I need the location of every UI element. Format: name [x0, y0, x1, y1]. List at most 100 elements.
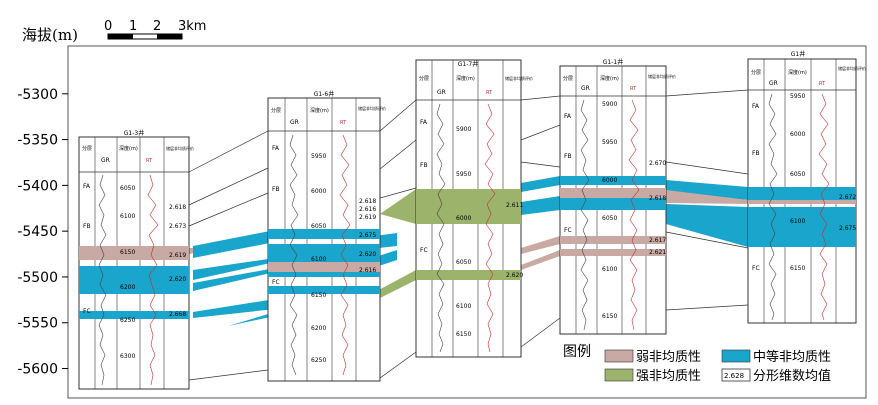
zone-fc: FC	[752, 265, 760, 272]
depth-label: 5900	[456, 126, 471, 133]
band-weak	[521, 250, 560, 270]
fractal-value: 2.675	[839, 225, 856, 232]
depth-label: 6050	[456, 259, 471, 266]
depth-label: 6200	[120, 284, 135, 291]
scale-label-3km: 3km	[178, 19, 206, 34]
well-panel-g1-7: G1-7井 分层 GR 深度(m) RT 储层非均质评价 FA FB FC 59…	[415, 59, 533, 358]
header-gr: GR	[581, 85, 590, 92]
depth-label: 6150	[311, 292, 326, 299]
legend-title: 图例	[563, 344, 591, 360]
legend-label-weak: 弱非均质性	[636, 350, 701, 365]
fractal-value: 2.616	[359, 206, 376, 213]
zone-fa: FA	[83, 183, 91, 190]
y-axis: -5300-5350-5400-5450-5500-5550-5600	[17, 87, 68, 378]
band-medium	[193, 230, 275, 258]
fractal-value: 2.618	[169, 204, 186, 211]
layer-medium	[268, 272, 380, 277]
header-eval: 储层非均质评价	[166, 145, 194, 151]
header-depth: 深度(m)	[456, 75, 475, 82]
depth-label: 5950	[602, 139, 617, 146]
band-medium	[193, 268, 275, 291]
depth-label: 6100	[790, 218, 805, 225]
depth-label: 6000	[311, 188, 326, 195]
band-medium	[193, 258, 275, 280]
depth-label: 6050	[602, 215, 617, 222]
fractal-value: 2.611	[506, 202, 523, 209]
fractal-value: 2.672	[839, 194, 856, 201]
header-gr: GR	[101, 157, 110, 164]
depth-label: 6250	[120, 317, 135, 324]
header-depth: 深度(m)	[788, 69, 807, 76]
gr-curve	[98, 174, 107, 386]
legend-swatch-fractal-text: 2.628	[724, 372, 744, 380]
layer-weak	[268, 262, 380, 272]
band-weak	[666, 190, 748, 204]
zone-fb: FB	[564, 153, 572, 160]
gr-curve	[436, 103, 446, 353]
well-name: G1井	[791, 50, 805, 58]
depth-label: 6250	[311, 357, 326, 364]
well-name: G1-1井	[603, 58, 623, 66]
layer-weak	[560, 249, 666, 256]
scale-label-1: 1	[129, 19, 137, 34]
header-eval: 储层非均质评价	[838, 65, 866, 71]
depth-label: 6200	[311, 325, 326, 332]
legend-swatch-strong	[604, 368, 634, 382]
legend: 图例 弱非均质性 中等非均质性 强非均质性 2.628 分形维数均值	[563, 344, 831, 384]
depth-label: 6150	[456, 331, 471, 338]
depth-label: 6050	[311, 223, 326, 230]
header-rt: RT	[630, 86, 637, 92]
layer-strong	[416, 270, 521, 280]
header-eval: 储层非均质评价	[648, 73, 676, 79]
depth-label: 6000	[456, 215, 471, 222]
zone-fc: FC	[272, 279, 280, 286]
well-name: G1-6井	[314, 90, 334, 98]
gr-curve	[580, 99, 590, 331]
layer-medium	[79, 266, 189, 294]
header-rt: RT	[146, 158, 153, 164]
depth-label: 6100	[456, 303, 471, 310]
depth-label: 6100	[311, 256, 326, 263]
layer-strong	[416, 189, 521, 224]
depth-label: 5950	[456, 171, 471, 178]
correlation-bands	[168, 176, 748, 326]
fractal-value: 2.619	[359, 214, 376, 221]
well-panel-g1-6: G1-6井 分层 GR 深度(m) RT 储层非均质评价 FA FB FC 59…	[267, 90, 386, 382]
header-gr: GR	[437, 89, 446, 96]
rt-curve	[147, 174, 159, 386]
y-axis-title: 海拔(m)	[22, 26, 78, 44]
zone-fc: FC	[420, 247, 428, 254]
header-gr: GR	[769, 80, 778, 87]
header-depth: 深度(m)	[310, 107, 329, 114]
fractal-value: 2.670	[649, 160, 666, 167]
legend-label-fractal: 分形维数均值	[753, 368, 831, 384]
band-medium	[521, 196, 560, 215]
fractal-value: 2.616	[359, 267, 376, 274]
depth-label: 6100	[120, 213, 135, 220]
header-eval: 储层非均质评价	[505, 75, 533, 81]
fractal-value: 2.675	[359, 232, 376, 239]
band-weak	[521, 236, 560, 254]
zone-fb: FB	[272, 186, 280, 193]
header-rt: RT	[819, 81, 826, 87]
band-medium	[228, 312, 275, 326]
depth-label: 6000	[790, 131, 805, 138]
fractal-value: 2.619	[169, 252, 186, 259]
header-depth: 深度(m)	[600, 75, 619, 82]
depth-label: 6100	[602, 266, 617, 273]
y-axis-tick-label: -5300	[17, 87, 58, 103]
layer-weak	[748, 200, 856, 204]
correlation-lines	[188, 89, 749, 381]
rt-curve	[818, 93, 830, 321]
band-medium	[521, 176, 560, 192]
fractal-value: 2.617	[649, 237, 666, 244]
zone-fc: FC	[564, 227, 572, 234]
layer-medium	[560, 176, 666, 185]
rt-curve	[628, 99, 640, 331]
header-eval: 储层非均质评价	[358, 105, 386, 111]
layer-weak	[560, 236, 666, 244]
y-axis-tick-label: -5550	[17, 316, 58, 332]
layer-weak	[560, 188, 666, 198]
depth-label: 6150	[602, 313, 617, 320]
depth-label: 6050	[790, 171, 805, 178]
